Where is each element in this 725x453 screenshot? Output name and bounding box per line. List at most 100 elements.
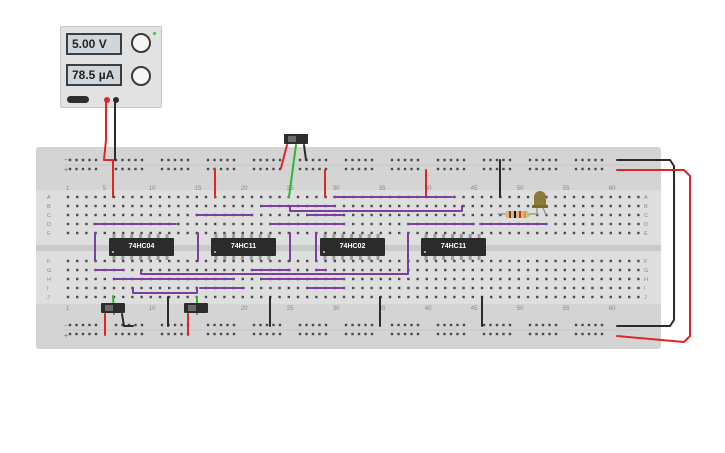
power-toggle-icon[interactable] (67, 96, 89, 103)
breadboard-hole (131, 231, 134, 235)
rail-hole (265, 167, 269, 171)
wire-red (616, 169, 691, 343)
breadboard-hole (508, 259, 511, 263)
rail-hole (502, 167, 505, 171)
breadboard-hole (563, 204, 566, 208)
rail-hole (397, 158, 400, 162)
slide-switch-bottom-middle[interactable] (184, 303, 208, 313)
breadboard-hole (342, 259, 346, 263)
wire-red (280, 144, 288, 169)
breadboard-hole (480, 277, 484, 281)
breadboard-hole (241, 195, 244, 199)
breadboard-hole (388, 213, 392, 217)
breadboard-hole (131, 268, 134, 272)
rail-hole (167, 158, 170, 162)
rail-hole (259, 158, 262, 162)
breadboard-hole (223, 222, 226, 226)
breadboard-hole (563, 213, 566, 217)
rail-hole (587, 323, 591, 327)
rail-hole (213, 323, 216, 327)
chip-74hc11-a[interactable]: 74HC11 (211, 238, 276, 256)
column-number-label: 50 (517, 186, 524, 192)
rail-hole (305, 332, 308, 336)
ic-pin (341, 234, 345, 238)
rail-hole (594, 323, 597, 327)
rail-hole (318, 167, 321, 171)
breadboard-hole (149, 213, 152, 217)
row-letter-label: I (47, 286, 49, 292)
breadboard-hole (287, 231, 290, 235)
breadboard-hole (204, 259, 208, 263)
chip-74hc11-b[interactable]: 74HC11 (421, 238, 486, 256)
breadboard-hole (499, 231, 502, 235)
breadboard-hole (379, 204, 382, 208)
breadboard-hole (232, 204, 235, 208)
breadboard-hole (508, 195, 511, 199)
rail-hole (305, 167, 308, 171)
voltage-knob-icon[interactable] (131, 33, 151, 53)
breadboard-hole (609, 259, 612, 263)
breadboard-hole (241, 222, 244, 226)
breadboard-hole (250, 222, 254, 226)
breadboard-hole (361, 286, 364, 290)
rail-label: − (64, 157, 68, 164)
row-letter-label: H (47, 277, 51, 283)
breadboard-hole (591, 277, 594, 281)
rail-hole (311, 323, 315, 327)
rail-hole (456, 167, 459, 171)
rail-hole (443, 323, 446, 327)
breadboard-hole (398, 231, 401, 235)
breadboard-hole (195, 204, 198, 208)
breadboard-hole (186, 222, 189, 226)
led-icon[interactable] (534, 191, 546, 206)
breadboard-hole (370, 231, 373, 235)
breadboard-hole (177, 286, 180, 290)
breadboard-hole (462, 204, 465, 208)
breadboard-hole (453, 268, 456, 272)
row-letter-label: A (644, 195, 648, 201)
breadboard-hole (204, 231, 208, 235)
breadboard-hole (416, 286, 419, 290)
column-number-label: 20 (241, 306, 248, 312)
slide-switch-top[interactable] (284, 134, 308, 144)
breadboard-hole (168, 195, 171, 199)
row-letter-label: C (47, 213, 51, 219)
breadboard-hole (158, 195, 162, 199)
breadboard-hole (103, 204, 106, 208)
current-knob-icon[interactable] (131, 66, 151, 86)
rail-hole (140, 167, 144, 171)
breadboard-hole (361, 295, 364, 299)
ic-pin (258, 234, 262, 238)
breadboard-hole (618, 213, 622, 217)
column-number-label: 5 (103, 186, 107, 192)
breadboard-hole (536, 259, 539, 263)
breadboard-hole (195, 259, 198, 263)
chip-74hc02[interactable]: 74HC02 (320, 238, 385, 256)
rail-hole (134, 167, 137, 171)
ic-pin (241, 234, 244, 238)
rail-hole (416, 323, 420, 327)
rail-hole (278, 332, 282, 336)
column-number-label: 40 (425, 186, 432, 192)
rail-hole (403, 167, 407, 171)
breadboard-hole (333, 295, 336, 299)
breadboard-hole (186, 204, 189, 208)
breadboard-hole (444, 268, 447, 272)
slide-switch-bottom-left[interactable] (101, 303, 125, 313)
chip-74hc04[interactable]: 74HC04 (109, 238, 174, 256)
breadboard-hole (471, 204, 474, 208)
row-letter-label: C (644, 213, 648, 219)
breadboard-hole (278, 195, 281, 199)
rail-hole (121, 323, 124, 327)
breadboard-hole (214, 204, 217, 208)
breadboard-hole (526, 204, 530, 208)
rail-hole (278, 323, 282, 327)
power-supply[interactable]: 5.00 V 78.5 µA (60, 26, 162, 108)
rail-hole (213, 158, 216, 162)
breadboard-hole (444, 295, 447, 299)
rail-hole (462, 332, 466, 336)
rail-hole (311, 158, 315, 162)
breadboard-hole (370, 295, 373, 299)
resistor[interactable] (505, 211, 529, 218)
